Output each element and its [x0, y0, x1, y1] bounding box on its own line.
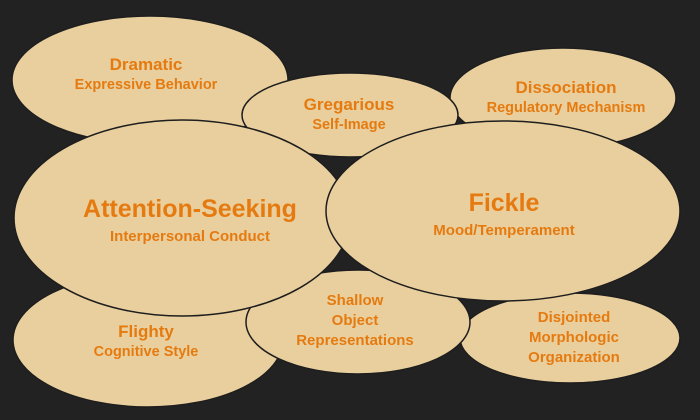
- shallow-line3: Representations: [296, 332, 414, 349]
- flighty-title: Flighty: [118, 322, 174, 342]
- attention-seeking-subtitle: Interpersonal Conduct: [109, 228, 270, 245]
- shallow-line1: Shallow: [326, 292, 384, 309]
- label-attention-seeking: Attention-Seeking Interpersonal Conduct: [83, 194, 297, 246]
- fickle-title: Fickle: [468, 189, 540, 217]
- dissociation-title: Dissociation: [515, 78, 617, 98]
- gregarious-subtitle: Self-Image: [312, 117, 386, 134]
- label-shallow: Shallow Object Representations: [296, 292, 414, 350]
- label-gregarious: Gregarious Self-Image: [304, 95, 395, 135]
- dramatic-title: Dramatic: [109, 55, 183, 75]
- bubble-shallow: [245, 269, 471, 375]
- dissociation-subtitle: Regulatory Mechanism: [486, 100, 646, 117]
- dramatic-subtitle: Expressive Behavior: [74, 77, 218, 94]
- disjointed-line2: Morphologic: [528, 329, 619, 346]
- disjointed-title: Disjointed: [537, 309, 611, 326]
- label-dramatic: Dramatic Expressive Behavior: [75, 55, 218, 95]
- shallow-line2: Object: [331, 312, 379, 329]
- bubble-fickle: [325, 120, 681, 302]
- disjointed-line3: Organization: [528, 349, 620, 366]
- gregarious-title: Gregarious: [303, 95, 395, 115]
- label-disjointed: Disjointed Morphologic Organization: [528, 309, 620, 367]
- fickle-subtitle: Mood/Temperament: [433, 222, 575, 239]
- label-fickle: Fickle Mood/Temperament: [433, 188, 574, 240]
- flighty-subtitle: Cognitive Style: [93, 344, 199, 361]
- label-dissociation: Dissociation Regulatory Mechanism: [487, 78, 646, 118]
- attention-seeking-title: Attention-Seeking: [83, 195, 297, 223]
- label-flighty: Flighty Cognitive Style: [94, 322, 199, 362]
